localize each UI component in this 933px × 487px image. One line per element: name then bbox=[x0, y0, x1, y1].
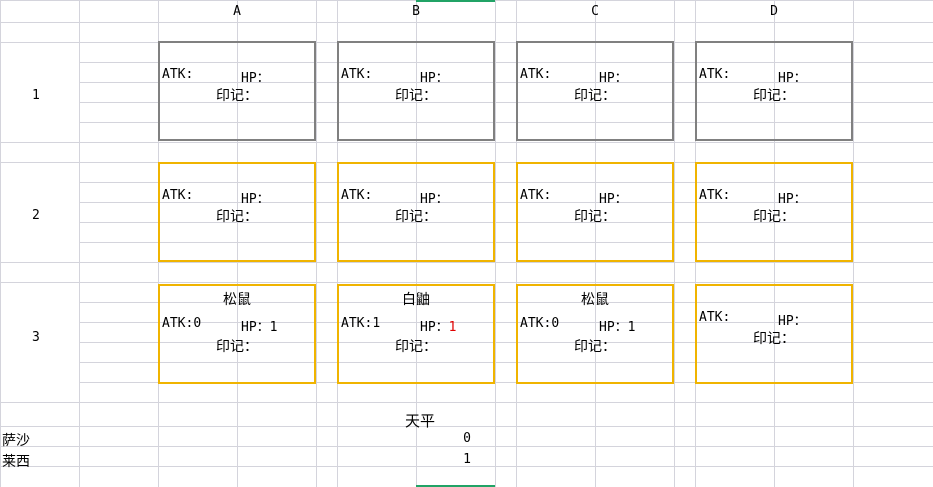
column-header-b[interactable]: B bbox=[412, 4, 420, 19]
player-name-2: 莱西 bbox=[2, 454, 30, 470]
selection-accent-bottom bbox=[416, 485, 495, 487]
card-atk: ATK: bbox=[162, 188, 193, 203]
card-mark: 印记： bbox=[395, 339, 437, 355]
card-slot-d1[interactable]: ATK: HP： 印记： bbox=[695, 41, 853, 141]
player-name-1: 萨沙 bbox=[2, 433, 30, 449]
card-hp: HP：1 bbox=[599, 316, 635, 335]
column-header-d[interactable]: D bbox=[770, 4, 778, 19]
card-atk: ATK:0 bbox=[520, 316, 559, 331]
column-header-a[interactable]: A bbox=[233, 4, 241, 19]
hp-label: HP： bbox=[778, 192, 807, 207]
card-slot-c2[interactable]: ATK: HP： 印记： bbox=[516, 162, 674, 262]
card-hp: HP： bbox=[778, 310, 807, 329]
atk-label: ATK: bbox=[699, 188, 731, 203]
card-name: 松鼠 bbox=[581, 292, 609, 308]
card-hp: HP： bbox=[778, 188, 807, 207]
card-hp: HP： bbox=[241, 188, 270, 207]
card-mark: 印记： bbox=[395, 88, 437, 104]
atk-label: ATK: bbox=[341, 316, 373, 331]
hp-value: 1 bbox=[269, 320, 278, 335]
hp-label: HP： bbox=[420, 320, 449, 335]
card-atk: ATK: bbox=[699, 310, 730, 325]
card-mark: 印记： bbox=[753, 331, 795, 347]
hp-label: HP： bbox=[778, 314, 807, 329]
card-hp: HP： bbox=[241, 67, 270, 86]
hp-label: HP： bbox=[241, 192, 270, 207]
card-atk: ATK:0 bbox=[162, 316, 201, 331]
atk-label: ATK: bbox=[162, 316, 194, 331]
card-slot-c3[interactable]: 松鼠 ATK:0 HP：1 印记： bbox=[516, 284, 674, 384]
card-hp: HP： bbox=[778, 67, 807, 86]
card-atk: ATK: bbox=[520, 67, 551, 82]
card-atk: ATK: bbox=[520, 188, 551, 203]
card-slot-a2[interactable]: ATK: HP： 印记： bbox=[158, 162, 316, 262]
card-hp: HP： bbox=[420, 67, 449, 86]
card-mark: 印记： bbox=[574, 209, 616, 225]
hp-label: HP： bbox=[599, 192, 628, 207]
row-header-1[interactable]: 1 bbox=[32, 88, 40, 103]
row-header-2[interactable]: 2 bbox=[32, 208, 40, 223]
card-mark: 印记： bbox=[753, 88, 795, 104]
atk-label: ATK: bbox=[699, 310, 731, 325]
card-hp: HP： bbox=[420, 188, 449, 207]
card-slot-b2[interactable]: ATK: HP： 印记： bbox=[337, 162, 495, 262]
card-hp: HP：1 bbox=[420, 316, 456, 335]
card-slot-d3[interactable]: ATK: HP： 印记： bbox=[695, 284, 853, 384]
selection-accent-top bbox=[416, 0, 495, 2]
card-slot-b1[interactable]: ATK: HP： 印记： bbox=[337, 41, 495, 141]
hp-label: HP： bbox=[241, 320, 270, 335]
card-atk: ATK:1 bbox=[341, 316, 380, 331]
atk-value: 0 bbox=[551, 316, 560, 331]
atk-label: ATK: bbox=[520, 67, 552, 82]
card-mark: 印记： bbox=[216, 209, 258, 225]
hp-label: HP： bbox=[599, 71, 628, 86]
row-header-3[interactable]: 3 bbox=[32, 330, 40, 345]
card-mark: 印记： bbox=[216, 339, 258, 355]
atk-value: 0 bbox=[193, 316, 202, 331]
atk-label: ATK: bbox=[162, 188, 194, 203]
card-atk: ATK: bbox=[341, 67, 372, 82]
card-hp: HP： bbox=[599, 188, 628, 207]
card-atk: ATK: bbox=[341, 188, 372, 203]
atk-label: ATK: bbox=[699, 67, 731, 82]
hp-label: HP： bbox=[778, 71, 807, 86]
atk-value: 1 bbox=[372, 316, 381, 331]
card-hp: HP： bbox=[599, 67, 628, 86]
atk-label: ATK: bbox=[341, 188, 373, 203]
hp-label: HP： bbox=[420, 192, 449, 207]
card-mark: 印记： bbox=[753, 209, 795, 225]
card-slot-c1[interactable]: ATK: HP： 印记： bbox=[516, 41, 674, 141]
card-name: 松鼠 bbox=[223, 292, 251, 308]
player-score-1[interactable]: 0 bbox=[463, 431, 471, 446]
column-header-c[interactable]: C bbox=[591, 4, 599, 19]
atk-label: ATK: bbox=[520, 188, 552, 203]
atk-label: ATK: bbox=[162, 67, 194, 82]
hp-value: 1 bbox=[448, 320, 457, 335]
hp-label: HP： bbox=[420, 71, 449, 86]
atk-label: ATK: bbox=[520, 316, 552, 331]
card-atk: ATK: bbox=[699, 188, 730, 203]
card-mark: 印记： bbox=[574, 339, 616, 355]
atk-label: ATK: bbox=[341, 67, 373, 82]
hp-label: HP： bbox=[599, 320, 628, 335]
card-slot-d2[interactable]: ATK: HP： 印记： bbox=[695, 162, 853, 262]
hp-value: 1 bbox=[627, 320, 636, 335]
card-mark: 印记： bbox=[216, 88, 258, 104]
player-score-2[interactable]: 1 bbox=[463, 452, 471, 467]
card-slot-a3[interactable]: 松鼠 ATK:0 HP：1 印记： bbox=[158, 284, 316, 384]
card-slot-a1[interactable]: ATK: HP： 印记： bbox=[158, 41, 316, 141]
card-hp: HP：1 bbox=[241, 316, 277, 335]
card-mark: 印记： bbox=[574, 88, 616, 104]
card-atk: ATK: bbox=[162, 67, 193, 82]
hp-label: HP： bbox=[241, 71, 270, 86]
card-atk: ATK: bbox=[699, 67, 730, 82]
balance-title: 天平 bbox=[404, 412, 435, 430]
card-name: 白鼬 bbox=[402, 292, 430, 308]
card-mark: 印记： bbox=[395, 209, 437, 225]
